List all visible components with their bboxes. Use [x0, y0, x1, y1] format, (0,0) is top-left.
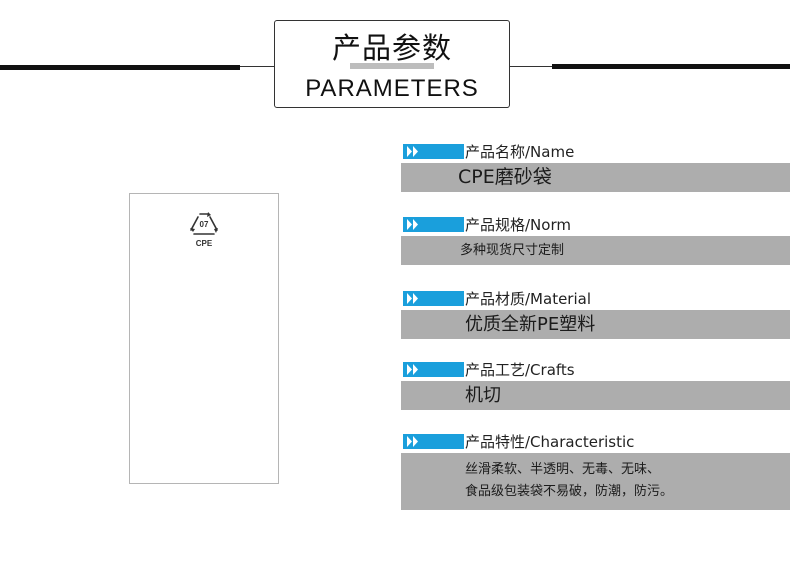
param-norm: 产品规格/Norm 多种现货尺寸定制 — [401, 215, 790, 265]
param-name: 产品名称/Name CPE磨砂袋 — [401, 142, 790, 192]
title-english: PARAMETERS — [305, 75, 479, 102]
param-material: 产品材质/Material 优质全新PE塑料 — [401, 289, 790, 339]
double-chevron-icon — [407, 219, 418, 230]
double-chevron-icon — [407, 364, 418, 375]
characteristic-line: 食品级包装袋不易破，防潮，防污。 — [465, 484, 674, 499]
title-box: 产品参数 PARAMETERS — [274, 20, 510, 108]
param-value: 丝滑柔软、半透明、无毒、无味、 食品级包装袋不易破，防潮，防污。 — [401, 453, 790, 510]
arrow-bar — [403, 144, 464, 159]
title-divider — [350, 63, 434, 69]
param-label: 产品工艺/Crafts — [465, 361, 575, 379]
title-chinese: 产品参数 — [331, 31, 452, 65]
param-value: CPE磨砂袋 — [401, 163, 790, 192]
arrow-bar — [403, 291, 464, 306]
right-thick-line — [552, 64, 790, 69]
param-label: 产品名称/Name — [465, 143, 575, 161]
material-code: CPE — [195, 239, 213, 248]
arrow-bar — [403, 217, 464, 232]
double-chevron-icon — [407, 146, 418, 157]
characteristic-line: 丝滑柔软、半透明、无毒、无味、 — [465, 462, 661, 477]
product-image: 07 CPE — [129, 193, 279, 484]
param-value: 多种现货尺寸定制 — [401, 236, 790, 265]
param-value: 机切 — [401, 381, 790, 410]
param-label: 产品规格/Norm — [465, 216, 571, 234]
arrow-bar — [403, 362, 464, 377]
recycle-number: 07 — [200, 220, 209, 229]
param-label: 产品特性/Characteristic — [465, 433, 635, 451]
recycle-icon: 07 — [190, 212, 218, 235]
param-characteristic: 产品特性/Characteristic 丝滑柔软、半透明、无毒、无味、 食品级包… — [401, 432, 790, 510]
left-thick-line — [0, 65, 240, 70]
param-label: 产品材质/Material — [465, 290, 591, 308]
right-thin-line — [510, 66, 552, 67]
param-value: 优质全新PE塑料 — [401, 310, 790, 339]
double-chevron-icon — [407, 293, 418, 304]
arrow-bar — [403, 434, 464, 449]
left-thin-line — [240, 66, 274, 67]
double-chevron-icon — [407, 436, 418, 447]
param-crafts: 产品工艺/Crafts 机切 — [401, 360, 790, 410]
